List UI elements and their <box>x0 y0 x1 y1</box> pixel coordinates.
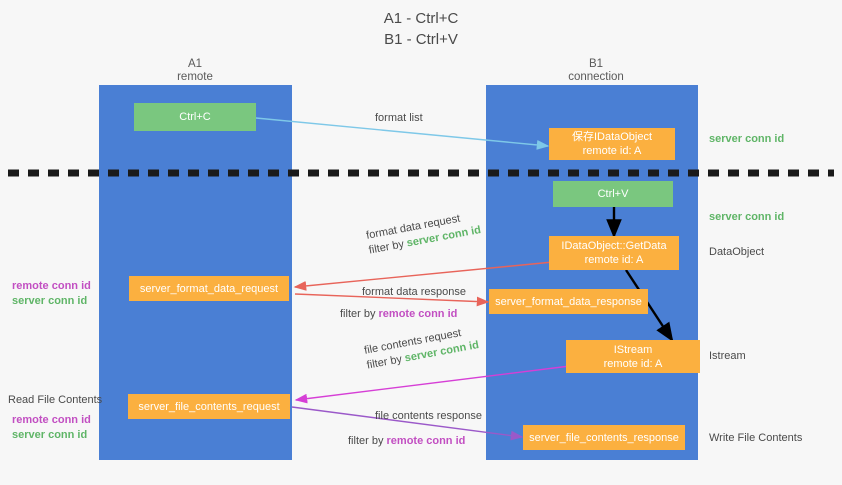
node-server-file-contents-response[interactable]: server_file_contents_response <box>523 425 685 450</box>
note-write-file-contents: Write File Contents <box>709 432 803 444</box>
edge-label-format-data-response: format data response filter by remote co… <box>340 285 466 322</box>
node-save-idataobject[interactable]: 保存IDataObject remote id: A <box>549 128 675 160</box>
lane-a1-name: A1 <box>187 58 203 70</box>
node-server-file-contents-response-label: server_file_contents_response <box>529 431 679 444</box>
title-line-1: A1 - Ctrl+C <box>383 10 459 27</box>
node-ctrl-v[interactable]: Ctrl+V <box>553 181 673 207</box>
edge-label-format-list-text: format list <box>375 112 423 124</box>
note-server-conn-id-top: server conn id <box>709 133 785 145</box>
note-remote-conn-id-2: remote conn id <box>12 414 91 426</box>
node-server-file-contents-request-label: server_file_contents_request <box>138 400 280 413</box>
format-data-response-filter-value: remote conn id <box>378 308 458 320</box>
node-server-format-data-response-label: server_format_data_response <box>495 295 642 308</box>
lane-header-a1: A1 remote <box>139 58 251 84</box>
node-getdata-line2: remote id: A <box>584 254 644 266</box>
lane-header-b1: B1 connection <box>540 58 652 84</box>
node-istream-line1: IStream <box>613 343 653 356</box>
node-istream[interactable]: IStream remote id: A <box>566 340 700 373</box>
node-getdata-line1: IDataObject::GetData <box>561 240 667 252</box>
file-contents-response-line1: file contents response <box>375 410 483 422</box>
node-ctrl-c[interactable]: Ctrl+C <box>134 103 256 131</box>
node-ctrl-v-label: Ctrl+V <box>597 188 629 200</box>
node-getdata[interactable]: IDataObject::GetData remote id: A <box>549 236 679 270</box>
note-remote-conn-id-1: remote conn id <box>12 280 91 292</box>
lane-b1-sub: connection <box>568 71 624 83</box>
note-server-conn-id-mid: server conn id <box>709 211 785 223</box>
edge-label-file-contents-response: file contents response filter by remote … <box>348 409 483 449</box>
node-ctrl-c-label: Ctrl+C <box>179 111 211 123</box>
lane-b1-name: B1 <box>588 58 604 70</box>
node-save-idataobject-line1: 保存IDataObject <box>571 131 653 143</box>
node-server-format-data-request-label: server_format_data_request <box>139 282 279 295</box>
edge-label-format-list: format list <box>375 111 423 126</box>
node-server-format-data-request[interactable]: server_format_data_request <box>129 276 289 301</box>
node-istream-line2: remote id: A <box>603 357 663 370</box>
format-data-response-filter-prefix: filter by <box>340 308 379 320</box>
note-read-file-contents: Read File Contents <box>8 394 103 406</box>
node-save-idataobject-line2: remote id: A <box>582 145 642 157</box>
format-data-response-filter: filter by remote conn id <box>340 307 466 322</box>
note-data-object: DataObject <box>709 246 765 258</box>
file-contents-response-filter-value: remote conn id <box>386 435 466 447</box>
note-server-conn-id-2: server conn id <box>12 429 88 441</box>
file-contents-response-filter: filter by remote conn id <box>348 434 482 449</box>
edge-label-format-data-request: format data request filter by server con… <box>365 208 482 258</box>
title-line-2: B1 - Ctrl+V <box>384 31 458 48</box>
node-server-file-contents-request[interactable]: server_file_contents_request <box>128 394 290 419</box>
node-server-format-data-response[interactable]: server_format_data_response <box>489 289 648 314</box>
format-data-response-line1: format data response <box>362 286 466 298</box>
note-istream: Istream <box>709 350 746 362</box>
note-server-conn-id-1: server conn id <box>12 295 88 307</box>
page-title: A1 - Ctrl+C B1 - Ctrl+V <box>0 8 842 50</box>
edge-label-file-contents-request: file contents request filter by server c… <box>363 323 480 373</box>
file-contents-response-filter-prefix: filter by <box>348 435 387 447</box>
lane-a1-sub: remote <box>177 71 213 83</box>
